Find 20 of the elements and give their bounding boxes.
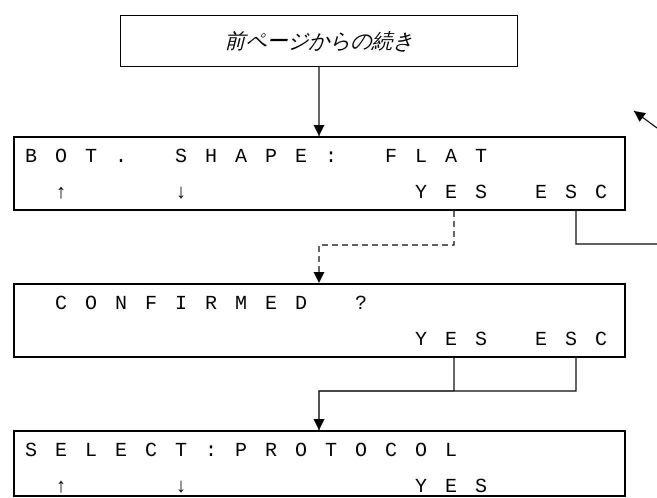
arrow <box>314 67 324 136</box>
display-text: YES <box>415 476 506 498</box>
display-text: ↑ <box>55 182 86 206</box>
display-text: YES <box>415 182 506 206</box>
display-text: ↓ <box>175 476 206 498</box>
arrow <box>314 358 577 430</box>
display-screen <box>13 136 626 211</box>
display-screen <box>13 430 626 497</box>
display-text: ESC <box>535 182 626 206</box>
display-text: YES <box>415 329 506 353</box>
display-text: ESC <box>535 329 626 353</box>
display-text: CONFIRMED ? <box>55 293 386 317</box>
display-text: BOT. SHAPE: FLAT <box>25 146 506 170</box>
arrow <box>314 211 455 283</box>
display-text: ↑ <box>55 476 86 498</box>
display-screen <box>13 283 626 358</box>
box-title: 前ページからの続き <box>224 28 414 55</box>
display-text: SELECT:PROTOCOL <box>25 440 476 464</box>
process-box <box>120 15 518 67</box>
display-text: ↓ <box>175 182 206 206</box>
